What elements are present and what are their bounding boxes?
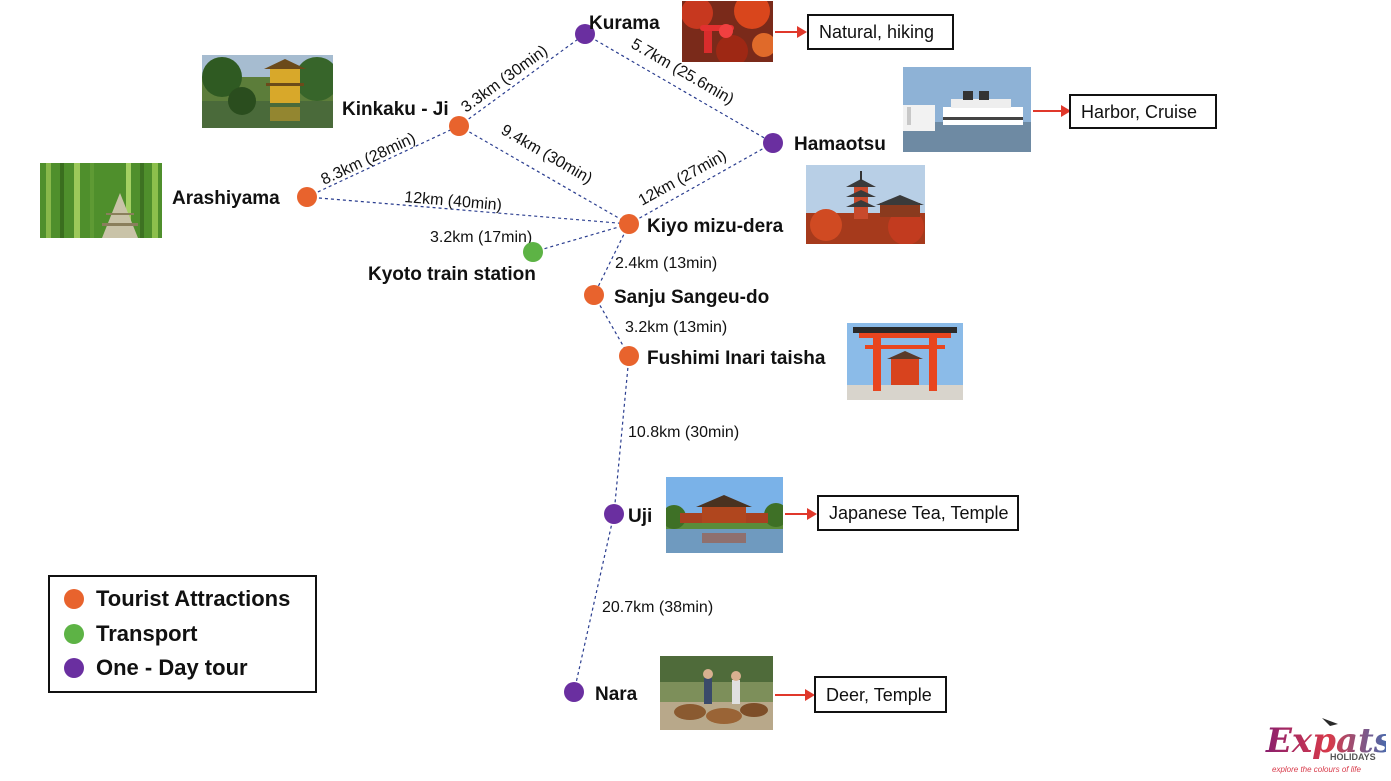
node-labels: Kurama Kinkaku - Ji Arashiyama Hamaotsu … [172,13,886,705]
legend-dot-transport [64,624,84,644]
legend-label-transport: Transport [96,621,198,646]
edge-label-uji-nara: 20.7km (38min) [602,599,713,616]
edge-kinkaku-kurama [458,33,586,127]
legend-label-tourist: Tourist Attractions [96,586,291,611]
desc-nara: Deer, Temple [814,676,947,713]
node-label-kinkaku: Kinkaku - Ji [342,99,449,120]
edge-label-arashiyama-kinkaku: 8.3km (28min) [319,130,419,189]
legend: Tourist Attractions Transport One - Day … [48,575,317,693]
kinkaku-ji-photo [202,55,333,128]
edge-label-fushimi-uji: 10.8km (30min) [628,424,739,441]
node-kurama [575,24,595,44]
node-hamaotsu [763,133,783,153]
arrow-kurama [775,26,807,38]
node-kyoto-station [523,242,543,262]
edge-label-kiyomizu-hamaotsu: 12km (27min) [636,147,730,209]
legend-dot-tourist [64,589,84,609]
node-label-sanju: Sanju Sangeu-do [614,287,769,308]
edge-uji-nara [573,513,615,693]
legend-item-tourist: Tourist Attractions [64,586,290,612]
edge-kinkaku-kiyomizu [458,125,630,225]
edge-arashiyama-kinkaku [306,125,460,198]
byodoin-temple-photo [666,477,783,553]
desc-hamaotsu: Harbor, Cruise [1069,94,1217,129]
node-nara [564,682,584,702]
bamboo-forest-photo [40,163,162,238]
logo-tagline: explore the colours of life [1272,765,1361,774]
edge-label-arashiyama-kiyomizu: 12km (40min) [404,189,503,214]
node-label-kiyomizu: Kiyo mizu-dera [647,216,784,237]
arrow-hamaotsu [1033,105,1071,117]
desc-uji: Japanese Tea, Temple [817,495,1019,531]
edge-kiyomizu-hamaotsu [628,142,774,225]
node-uji [604,504,624,524]
kurama-photo [682,1,773,62]
arrow-nara [775,689,815,701]
logo-brand: Expats [1265,721,1386,761]
torii-gate-photo [847,323,963,400]
node-label-fushimi: Fushimi Inari taisha [647,348,826,369]
expats-holidays-logo: Expats HOLIDAYS explore the colours of l… [1262,712,1391,776]
edge-kiyomizu-sanju [593,223,630,296]
node-label-nara: Nara [595,684,638,705]
route-edges [306,33,774,693]
node-sanju [584,285,604,305]
node-label-kurama: Kurama [589,13,660,34]
cruise-ship-photo [903,67,1031,152]
edge-label-kinkaku-kiyomizu: 9.4km (30min) [498,122,595,188]
node-label-uji: Uji [628,506,652,527]
node-label-hamaotsu: Hamaotsu [794,134,886,155]
edge-label-kinkaku-kurama: 3.3km (30min) [458,42,551,116]
edge-label-sanju-fushimi: 3.2km (13min) [625,319,727,336]
edge-station-kiyomizu [532,223,630,253]
legend-item-transport: Transport [64,621,197,647]
edge-kurama-hamaotsu [584,33,774,144]
pagoda-photo [806,165,925,244]
node-label-kyoto-station: Kyoto train station [368,264,536,285]
node-kinkaku [449,116,469,136]
node-arashiyama [297,187,317,207]
node-label-arashiyama: Arashiyama [172,188,280,209]
logo-sub: HOLIDAYS [1330,752,1376,762]
node-fushimi [619,346,639,366]
route-nodes [297,24,783,702]
legend-label-tour: One - Day tour [96,655,248,680]
legend-dot-tour [64,658,84,678]
edge-label-kiyomizu-sanju: 2.4km (13min) [615,255,717,272]
edge-fushimi-uji [613,355,630,515]
deer-park-photo [660,656,773,730]
legend-item-tour: One - Day tour [64,655,248,681]
edge-label-station-kiyomizu: 3.2km (17min) [430,229,532,246]
arrow-uji [785,508,817,520]
desc-kurama: Natural, hiking [807,14,954,50]
node-kiyomizu [619,214,639,234]
